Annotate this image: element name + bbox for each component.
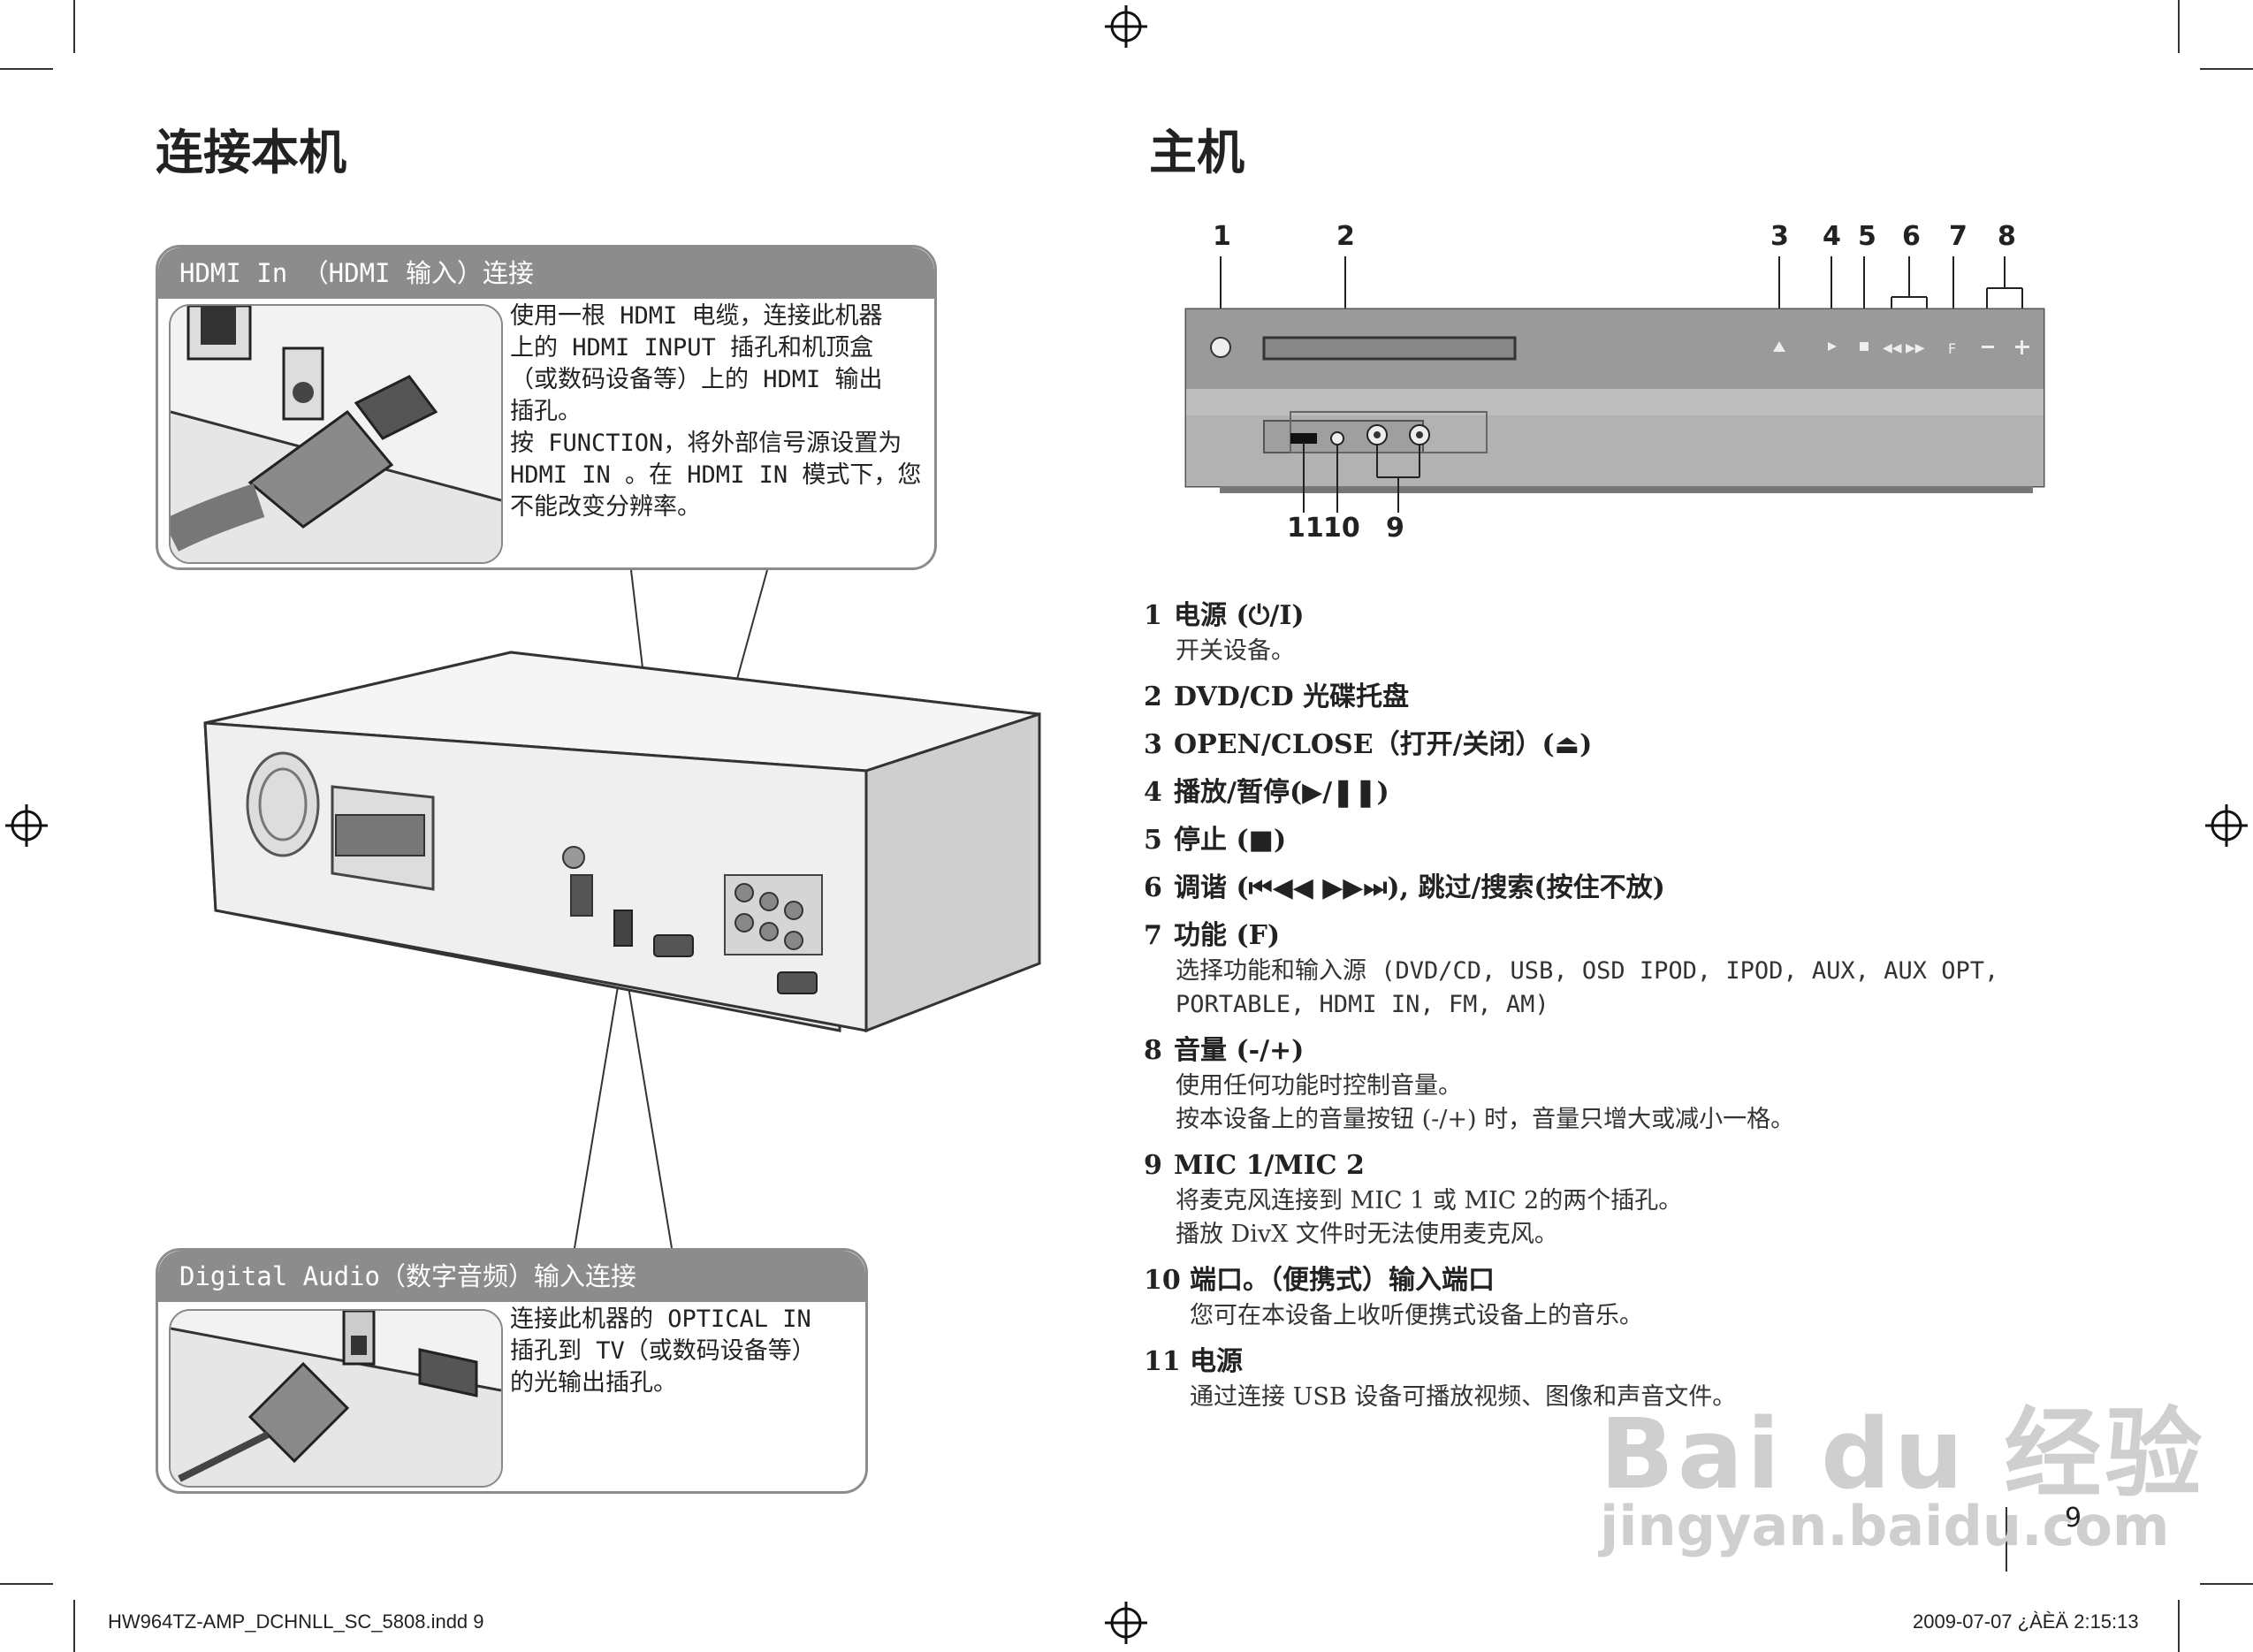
item-title: 功能 (F) [1174, 920, 1281, 951]
right-page-title: 主机 [1149, 125, 1244, 180]
item-description: 开关设备。 [1176, 637, 1295, 665]
item-number: 6 [1144, 872, 1162, 903]
item-description: 选择功能和输入源 (DVD/CD, USB, OSD IPOD, IPOD, A… [1176, 957, 1999, 1018]
item-number: 7 [1144, 920, 1162, 951]
hdmi-cable-illustration [169, 304, 503, 564]
footer-filename: HW964TZ-AMP_DCHNLL_SC_5808.indd 9 [108, 1610, 484, 1633]
callout-1: 1 [1213, 221, 1231, 252]
item-number: 3 [1144, 729, 1162, 760]
item-number: 9 [1144, 1150, 1162, 1181]
control-item-list: 1 电源 (⏻/I) 开关设备。 2 DVD/CD 光碟托盘 3 OPEN/CLOSE… [1144, 598, 2028, 1425]
control-item: 6 调谐 (⏮◀◀ ▶▶⏭), 跳过/搜索(按住不放) [1144, 870, 2028, 907]
control-item: 5 停止 (■) [1144, 822, 2028, 859]
item-number: 1 [1144, 600, 1162, 631]
callout-8: 8 [1998, 221, 2016, 252]
control-item: 3 OPEN/CLOSE（打开/关闭）(⏏) [1144, 727, 2028, 764]
item-description: 将麦克风连接到 MIC 1 或 MIC 2的两个插孔。 播放 DivX 文件时无… [1176, 1187, 1683, 1248]
callout-7: 7 [1949, 221, 1968, 252]
control-item: 4 播放/暂停(▶/❚❚) [1144, 774, 2028, 811]
control-item: 10 端口。（便携式）输入端口 您可在本设备上收听便携式设备上的音乐。 [1144, 1262, 2028, 1333]
item-title: 音量 (-/+) [1174, 1035, 1305, 1066]
callout-3: 3 [1770, 221, 1789, 252]
watermark-brand: Bai du 经验 [1600, 1397, 2206, 1511]
item-title: 调谐 (⏮◀◀ ▶▶⏭), 跳过/搜索(按住不放) [1174, 872, 1665, 903]
item-number: 8 [1144, 1035, 1162, 1066]
registration-target-bottom [1105, 1602, 1147, 1644]
control-item: 8 音量 (-/+) 使用任何功能时控制音量。 按本设备上的音量按钮 (-/+) … [1144, 1032, 2028, 1137]
hdmi-in-box: HDMI In （HDMI 输入）连接 使用一根 HDMI 电缆，连接此机器 上… [156, 245, 937, 570]
item-title: 电源 (⏻/I) [1174, 600, 1305, 631]
svg-text:F: F [1948, 340, 1956, 357]
item-number: 11 [1144, 1346, 1181, 1377]
registration-target-left [5, 804, 48, 847]
optical-cable-illustration [169, 1309, 503, 1488]
registration-target-top [1105, 5, 1147, 48]
digital-audio-box: Digital Audio（数字音频）输入连接 连接此机器的 OPTICAL I… [156, 1248, 868, 1494]
page-number: 9 [2065, 1503, 2082, 1534]
hdmi-in-box-heading: HDMI In （HDMI 输入）连接 [158, 247, 934, 299]
callout-5: 5 [1858, 221, 1876, 252]
svg-text:◀◀ ▶▶: ◀◀ ▶▶ [1883, 341, 1925, 355]
item-number: 10 [1144, 1265, 1181, 1296]
control-item: 2 DVD/CD 光碟托盘 [1144, 679, 2028, 716]
callout-9: 9 [1386, 513, 1404, 544]
item-number: 2 [1144, 681, 1162, 712]
item-title: DVD/CD 光碟托盘 [1174, 681, 1410, 712]
rear-panel-illustration [203, 569, 1041, 1249]
item-title: MIC 1/MIC 2 [1174, 1150, 1365, 1181]
item-number: 4 [1144, 777, 1162, 808]
hdmi-in-instructions: 使用一根 HDMI 电缆，连接此机器 上的 HDMI INPUT 插孔和机顶盒 … [510, 302, 922, 521]
item-title: 停止 (■) [1174, 825, 1287, 856]
item-title: 电源 [1190, 1346, 1243, 1377]
item-title: 端口。（便携式）输入端口 [1190, 1265, 1495, 1296]
callout-4: 4 [1823, 221, 1841, 252]
digital-audio-box-heading: Digital Audio（数字音频）输入连接 [158, 1251, 865, 1302]
item-description: 使用任何功能时控制音量。 按本设备上的音量按钮 (-/+) 时，音量只增大或减小… [1176, 1072, 1795, 1133]
callout-6: 6 [1902, 221, 1921, 252]
front-panel-diagram: ◀◀ ▶▶ F [1184, 256, 2045, 513]
control-item: 1 电源 (⏻/I) 开关设备。 [1144, 598, 2028, 668]
digital-audio-instructions: 连接此机器的 OPTICAL IN 插孔到 TV（或数码设备等） 的光输出插孔。 [510, 1306, 816, 1397]
callout-10: 10 [1323, 513, 1360, 544]
footer-timestamp: 2009-07-07 ¿ÀÈÄ 2:15:13 [1913, 1610, 2139, 1633]
watermark-url: jingyan.baidu.com [1600, 1494, 2170, 1558]
callout-2: 2 [1336, 221, 1355, 252]
callout-11: 11 [1287, 513, 1324, 544]
item-description: 通过连接 USB 设备可播放视频、图像和声音文件。 [1190, 1383, 1737, 1411]
registration-target-right [2205, 804, 2248, 847]
item-description: 您可在本设备上收听便携式设备上的音乐。 [1190, 1302, 1643, 1329]
left-page-title: 连接本机 [156, 125, 346, 180]
control-item: 11 电源 通过连接 USB 设备可播放视频、图像和声音文件。 [1144, 1344, 2028, 1414]
control-item: 7 功能 (F) 选择功能和输入源 (DVD/CD, USB, OSD IPOD,… [1144, 917, 2028, 1022]
item-number: 5 [1144, 825, 1162, 856]
item-title: 播放/暂停(▶/❚❚) [1174, 777, 1389, 808]
item-title: OPEN/CLOSE（打开/关闭）(⏏) [1174, 729, 1593, 760]
control-item: 9 MIC 1/MIC 2 将麦克风连接到 MIC 1 或 MIC 2的两个插孔。… [1144, 1147, 2028, 1252]
